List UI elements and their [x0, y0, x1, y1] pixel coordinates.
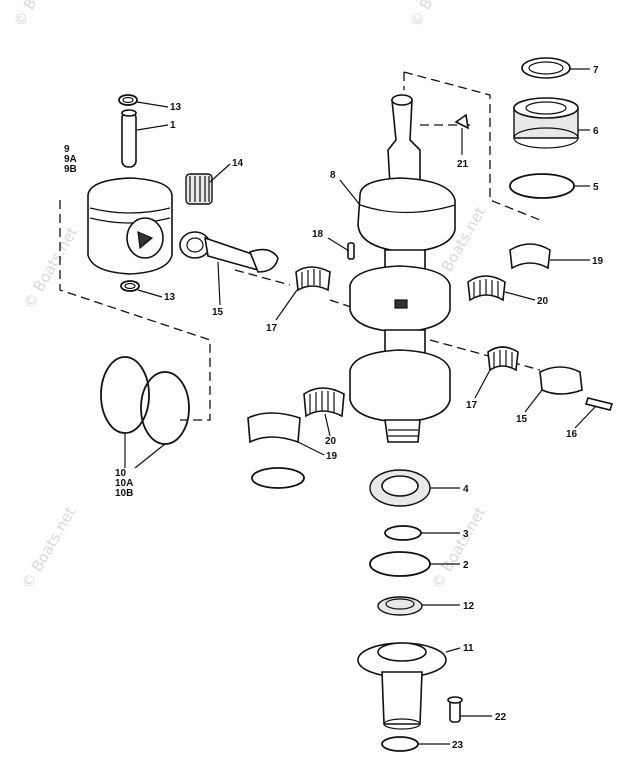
part-1-wrist-pin	[121, 109, 137, 168]
callout-20-left: 20	[325, 436, 337, 447]
callout-10a: 10A	[115, 478, 133, 489]
part-20-left-bearing-cage	[303, 387, 345, 418]
callout-15-rod: 15	[212, 307, 224, 318]
callout-10b: 10B	[115, 488, 133, 499]
callout-9: 9	[64, 144, 70, 155]
crankshaft	[349, 94, 456, 443]
part-17-left-bearing-cage	[295, 266, 331, 292]
part-16-rod-bolt	[584, 397, 614, 411]
callout-6: 6	[593, 126, 599, 137]
snap-ring-left	[251, 467, 305, 489]
part-21-woodruff-key	[454, 113, 470, 130]
part-13-top-retaining-ring	[118, 94, 138, 106]
callout-12: 12	[463, 601, 475, 612]
callout-4: 4	[463, 484, 469, 495]
part-12-oil-seal	[377, 596, 423, 616]
part-13-bottom-retaining-ring	[120, 280, 140, 292]
callout-10: 10	[115, 468, 127, 479]
callout-5: 5	[593, 182, 599, 193]
callout-17-left: 17	[266, 323, 278, 334]
watermark-mid-left: © Boats.net	[20, 224, 81, 312]
callout-21: 21	[457, 159, 469, 170]
callout-7: 7	[593, 65, 599, 76]
callout-labels: 1 2 3 4 5 6 7 8 9 9A 9B 10 10A 10B 11 12…	[64, 65, 604, 751]
watermark-bottom-left: © Boats.net	[18, 504, 79, 592]
callout-19-right: 19	[592, 256, 604, 267]
callout-23: 23	[452, 740, 464, 751]
callout-20-right: 20	[537, 296, 549, 307]
callout-9b: 9B	[64, 164, 77, 175]
callout-15-cap: 15	[516, 414, 528, 425]
part-11-bearing-housing	[357, 642, 447, 730]
part-15-connecting-rod	[179, 231, 279, 273]
callout-11: 11	[463, 643, 474, 654]
part-20-right-bearing-cage	[467, 275, 506, 302]
callout-8: 8	[330, 170, 336, 181]
callout-13-bottom: 13	[164, 292, 176, 303]
watermark-top-right: © Boats.net	[406, 0, 467, 30]
watermark-top-left: © Boats.net	[10, 0, 71, 30]
dashed-assembly-lines	[59, 71, 541, 421]
part-9-piston	[87, 177, 173, 275]
watermark-bottom-right: © Boats.net	[428, 504, 489, 592]
part-15-rod-cap	[539, 366, 583, 395]
callout-17-right: 17	[466, 400, 478, 411]
part-14-needle-bearing	[185, 173, 213, 205]
leader-lines	[124, 68, 597, 745]
part-17-right-bearing-cage	[487, 346, 519, 372]
part-6-roller-bearing	[513, 97, 579, 149]
callout-22: 22	[495, 712, 507, 723]
part-2-o-ring	[369, 551, 431, 577]
part-7-seal-ring	[521, 57, 571, 79]
part-5-o-ring	[509, 173, 575, 199]
part-4-ball-bearing	[369, 469, 431, 507]
callout-13-top: 13	[170, 102, 182, 113]
part-19-left-bearing-half	[247, 412, 301, 444]
callout-18: 18	[312, 229, 324, 240]
callout-14: 14	[232, 158, 244, 169]
callout-16: 16	[566, 429, 578, 440]
part-3-retaining-ring	[384, 525, 422, 541]
callout-9a: 9A	[64, 154, 77, 165]
callout-1: 1	[170, 120, 176, 131]
callout-3: 3	[463, 529, 469, 540]
callout-2: 2	[463, 560, 469, 571]
part-22-screw	[447, 696, 463, 723]
part-23-o-ring	[381, 736, 419, 752]
callout-19-left: 19	[326, 451, 338, 462]
part-19-right-bearing-half	[509, 243, 551, 270]
part-10-piston-rings	[100, 356, 190, 445]
